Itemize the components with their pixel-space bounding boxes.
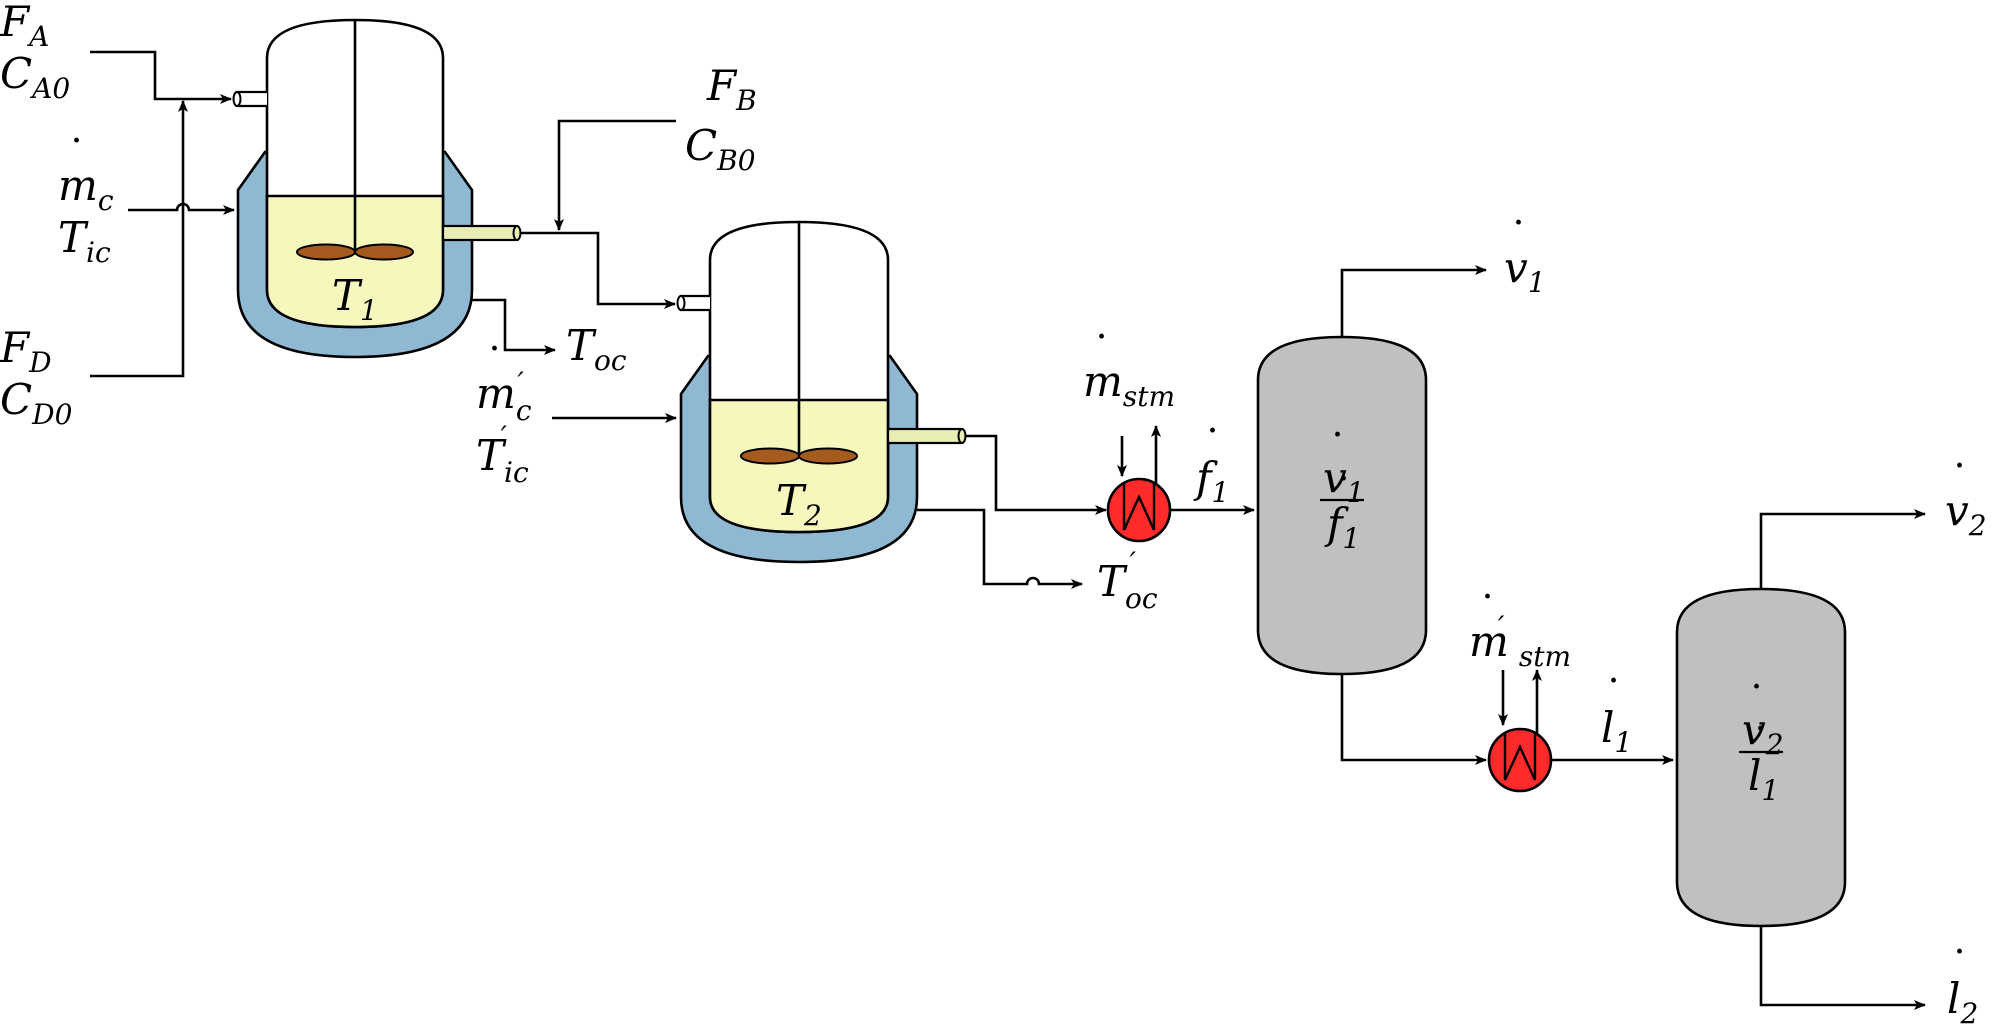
label-cb0: CB0 bbox=[685, 121, 756, 177]
heater-1-coil bbox=[1122, 482, 1156, 531]
reactor-1-liquid bbox=[265, 194, 445, 329]
reactor-1-impeller-left bbox=[296, 243, 356, 261]
column-2-fraction: v2 ˙ l1 ˙ bbox=[1739, 677, 1784, 807]
line-column-1-liquid bbox=[1340, 674, 1487, 765]
line-coolant-1-out bbox=[472, 298, 556, 355]
reactor-2-impeller-left bbox=[740, 447, 800, 465]
label-stream-l2: l2 bbox=[1947, 974, 1978, 1030]
label-fd: FD bbox=[0, 323, 52, 379]
column-1-fraction: v1 ˙ f1 ˙ bbox=[1320, 425, 1365, 555]
reactor-2 bbox=[676, 220, 967, 564]
label-fa: FA bbox=[0, 0, 49, 53]
label-stream-v1-dot: ˙ bbox=[1508, 213, 1529, 262]
line-reactor-1-to-2 bbox=[521, 231, 676, 309]
heater-2-body bbox=[1487, 727, 1553, 793]
label-stream-l1-dot: ˙ bbox=[1603, 671, 1624, 720]
label-ca0: CA0 bbox=[0, 49, 70, 105]
line-coolant-1-in bbox=[128, 202, 235, 215]
line-coolant-2-out bbox=[917, 508, 1083, 589]
label-stream-f1-dot: ˙ bbox=[1202, 421, 1223, 470]
column-2-fraction-den-dot: ˙ bbox=[1750, 719, 1771, 768]
heater-2 bbox=[1487, 727, 1553, 793]
reactor-2-liquid bbox=[708, 398, 890, 534]
column-1-fraction-num: v1 bbox=[1323, 453, 1365, 509]
line-feed-d bbox=[90, 100, 188, 378]
heater-2-coil bbox=[1503, 732, 1537, 781]
line-feed-b bbox=[554, 119, 676, 231]
reactor-2-impeller-right bbox=[798, 447, 858, 465]
reactor-1-impeller-right bbox=[354, 243, 414, 261]
reactor-2-outlet-pipe bbox=[886, 427, 964, 445]
label-mc-dot: ˙ bbox=[66, 131, 87, 180]
label-stream-v1: v1 bbox=[1504, 243, 1546, 299]
line-column-2-liquid bbox=[1759, 926, 1926, 1010]
label-reactor-2: T2 bbox=[776, 476, 822, 532]
label-mc: mc bbox=[58, 161, 114, 217]
label-toc-prime: Toc′ bbox=[1097, 546, 1158, 615]
process-lines bbox=[90, 50, 1926, 1010]
column-1-fraction-num-dot: ˙ bbox=[1327, 425, 1348, 474]
label-tic: Tic bbox=[58, 213, 111, 269]
label-fb: FB bbox=[706, 61, 757, 117]
column-2-fraction-den: l1 bbox=[1748, 751, 1779, 807]
line-reactor-2-to-heater-1 bbox=[966, 434, 1107, 515]
line-column-1-vapor bbox=[1340, 265, 1487, 337]
label-steam-1: mstm bbox=[1083, 357, 1175, 413]
line-feed-a bbox=[90, 50, 232, 104]
flash-column-1 bbox=[1256, 335, 1428, 676]
label-stream-v2: v2 bbox=[1945, 486, 1987, 542]
line-column-2-vapor bbox=[1759, 509, 1926, 589]
column-1-fraction-den-dot: ˙ bbox=[1333, 469, 1354, 518]
label-steam-1-dot: ˙ bbox=[1091, 327, 1112, 376]
label-mc-prime-dot: ˙ bbox=[484, 339, 505, 388]
flash-column-2 bbox=[1675, 587, 1847, 928]
label-steam-2-dot: ˙ bbox=[1477, 587, 1498, 636]
label-stream-l2-dot: ˙ bbox=[1949, 942, 1970, 991]
reactor-1-outlet-pipe bbox=[441, 224, 519, 242]
label-stream-v2-dot: ˙ bbox=[1949, 456, 1970, 505]
reactor-2-outlet-pipe-end bbox=[957, 428, 967, 444]
heater-1 bbox=[1106, 477, 1172, 543]
label-cd0: CD0 bbox=[0, 375, 72, 431]
reactor-2-inlet-nozzle-end bbox=[676, 295, 686, 311]
reactor-1-outlet-pipe-end bbox=[512, 225, 522, 241]
label-mc-prime: mc′ bbox=[476, 366, 532, 427]
reactor-1 bbox=[232, 18, 522, 359]
column-2-fraction-num-dot: ˙ bbox=[1746, 677, 1767, 726]
label-tic-prime: Tic′ bbox=[476, 420, 529, 489]
label-toc: Toc bbox=[566, 321, 627, 377]
heater-1-body bbox=[1106, 477, 1172, 543]
label-reactor-1: T1 bbox=[332, 271, 378, 327]
label-stream-l1: l1 bbox=[1601, 703, 1632, 759]
reactor-1-inlet-nozzle-end bbox=[232, 91, 242, 107]
